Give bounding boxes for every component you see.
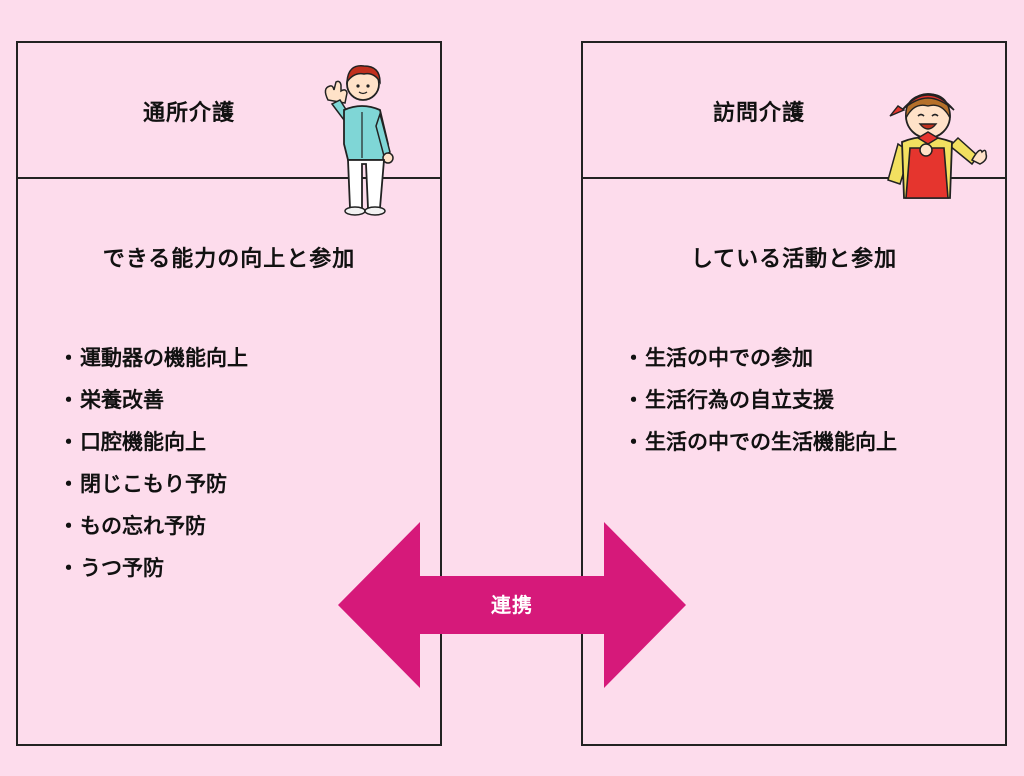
home-care-items: ・生活の中での参加 ・生活行為の自立支援 ・生活の中での生活機能向上 (623, 337, 897, 463)
list-item: ・口腔機能向上 (58, 430, 206, 454)
list-item: ・うつ予防 (58, 556, 164, 580)
list-item: ・運動器の機能向上 (58, 346, 248, 370)
day-care-title: 通所介護 (142, 101, 235, 126)
male-care-worker-icon (324, 65, 394, 216)
double-arrow-shape (338, 522, 686, 688)
list-item: ・生活の中での参加 (623, 346, 813, 370)
home-care-subtitle: している活動と参加 (690, 247, 898, 272)
arrow-label: 連携 (491, 593, 533, 617)
day-care-items: ・運動器の機能向上 ・栄養改善 ・口腔機能向上 ・閉じこもり予防 ・もの忘れ予防… (58, 337, 248, 589)
cooperation-double-arrow (338, 522, 686, 688)
home-care-header (583, 43, 1005, 179)
day-care-subtitle: できる能力の向上と参加 (102, 247, 356, 272)
female-helper-icon (887, 93, 988, 199)
list-item: ・生活行為の自立支援 (623, 388, 834, 412)
list-item: ・生活の中での生活機能向上 (623, 430, 897, 454)
list-item: ・閉じこもり予防 (58, 472, 227, 496)
list-item: ・栄養改善 (58, 388, 164, 412)
list-item: ・もの忘れ予防 (58, 514, 206, 538)
home-care-title: 訪問介護 (712, 101, 805, 126)
day-care-header (18, 43, 440, 179)
